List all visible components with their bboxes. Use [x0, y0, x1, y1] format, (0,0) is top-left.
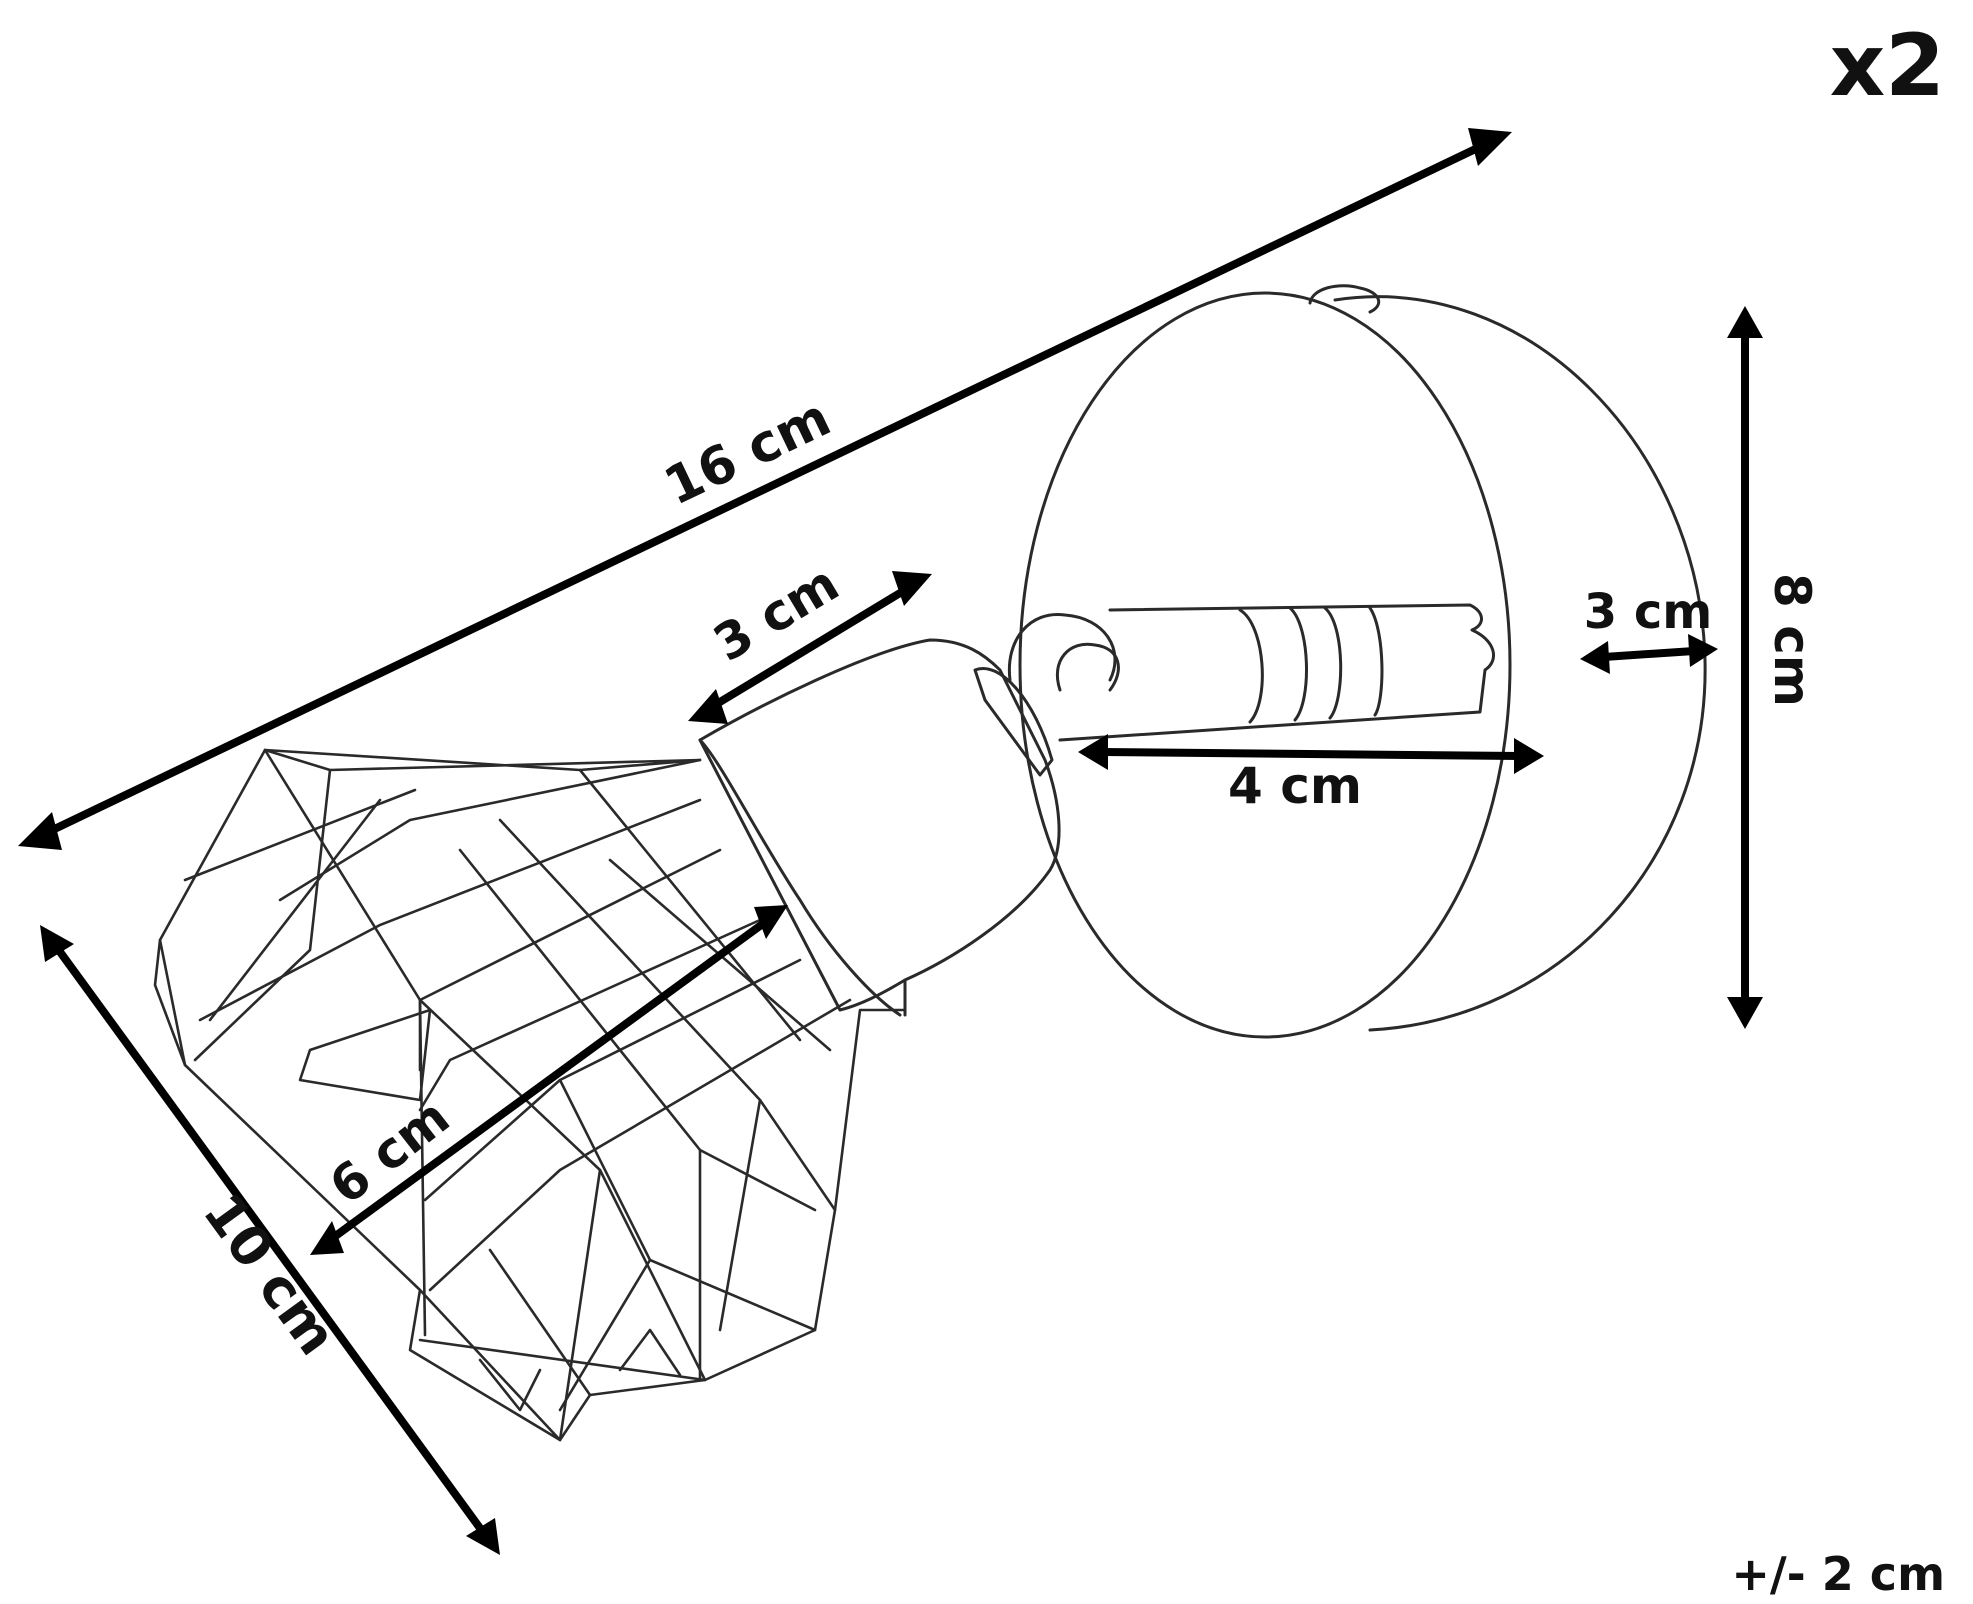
arrow-3cm-socket — [688, 571, 932, 724]
lamp-socket — [698, 638, 1061, 1017]
quantity-label: x2 — [1830, 16, 1945, 116]
arrow-8cm-plate-height — [1727, 306, 1763, 1029]
label-shade-length: 10 cm — [191, 1182, 349, 1366]
arrow-4cm-arm — [1078, 734, 1544, 774]
arrow-10cm-shade-length — [40, 925, 500, 1555]
swivel-arm — [1007, 603, 1496, 742]
label-arm-length: 4 cm — [1228, 757, 1362, 815]
wall-plate — [1018, 284, 1707, 1039]
label-socket-length: 3 cm — [704, 554, 849, 673]
arrow-16cm — [18, 128, 1512, 850]
arrow-6cm-shade-diameter — [310, 905, 788, 1255]
label-plate-height: 8 cm — [1763, 573, 1821, 707]
tolerance-label: +/- 2 cm — [1731, 1547, 1945, 1601]
label-plate-depth: 3 cm — [1584, 584, 1713, 640]
arrow-3cm-plate-depth — [1580, 634, 1718, 674]
